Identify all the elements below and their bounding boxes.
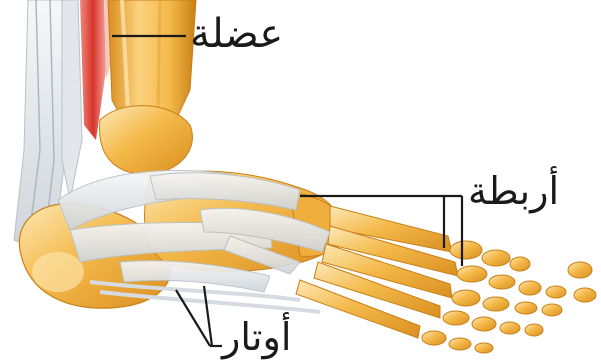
leg-bones <box>100 0 196 174</box>
tendons-label: أوتار <box>222 318 291 356</box>
toe-bones <box>296 206 596 353</box>
muscle-label: عضلة <box>190 14 283 54</box>
ligaments-label: أربطة <box>468 172 559 210</box>
